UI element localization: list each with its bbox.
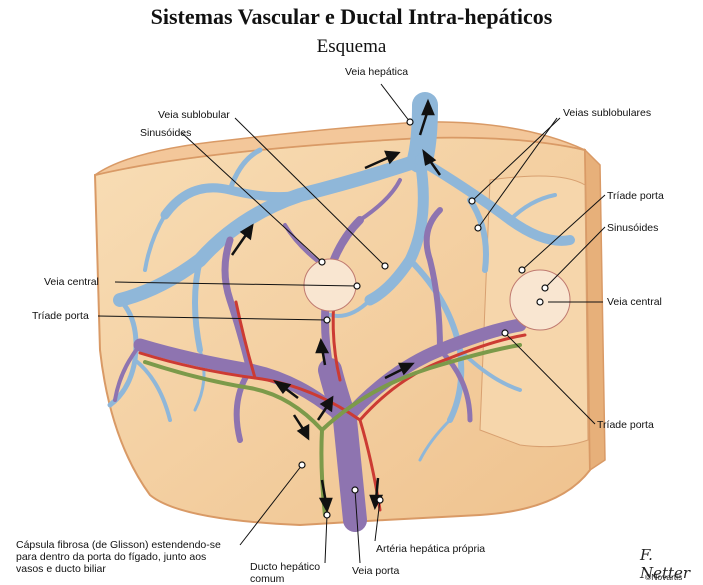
label-sinusoides-right: Sinusóides <box>607 222 659 234</box>
diagram-subtitle: Esquema <box>316 36 387 57</box>
leader-dots <box>298 118 549 519</box>
label-veia-hepatica: Veia hepática <box>345 66 409 78</box>
liver-right-face <box>584 148 606 472</box>
hepatic-vein-tree <box>107 92 575 462</box>
label-veias-sublobulares: Veias sublobulares <box>563 107 652 119</box>
label-veia-central-right: Veia central <box>607 296 662 308</box>
label-triade-porta-right-top: Tríade porta <box>607 190 664 202</box>
label-sinusoides-left: Sinusóides <box>140 127 192 139</box>
flow-arrows <box>230 98 442 514</box>
label-triade-porta-right-bottom: Tríade porta <box>597 419 654 431</box>
label-arteria-hepatica-propria: Artéria hepática própria <box>376 543 486 555</box>
artist-signature: F. Netter <box>640 546 691 582</box>
bile-duct <box>143 343 522 517</box>
label-veia-porta: Veia porta <box>352 565 400 577</box>
copyright-text: ©Novartis <box>645 572 683 582</box>
label-veia-central-left: Veia central <box>44 276 99 288</box>
label-ducto-hepatico-comum: Ducto hepático comum <box>250 561 321 585</box>
label-capsula-fibrosa: Cápsula fibrosa (de Glisson) estendendo-… <box>16 539 221 575</box>
label-triade-porta-left: Tríade porta <box>32 310 89 322</box>
diagram-title: Sistemas Vascular e Ductal Intra-hepátic… <box>150 4 553 29</box>
leader-lines <box>97 83 606 564</box>
label-veia-sublobular: Veia sublobular <box>158 109 230 121</box>
